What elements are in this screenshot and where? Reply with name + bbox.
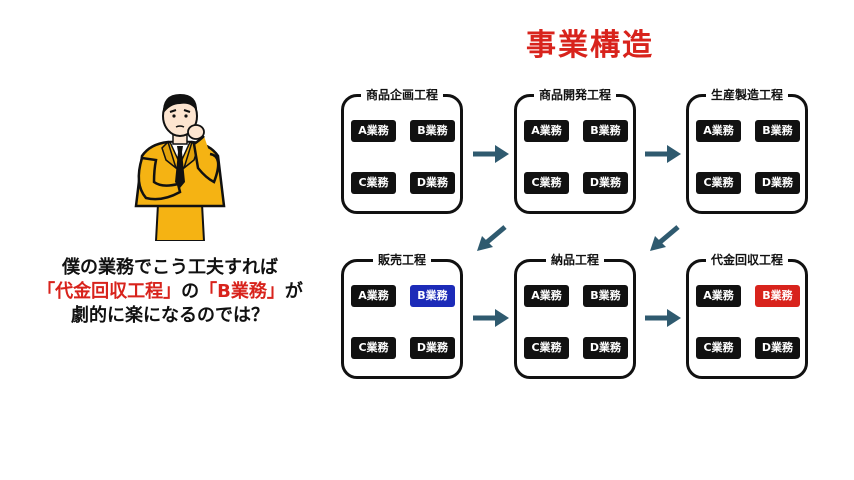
thought-caption: 僕の業務でこう工夫すれば 「代金回収工程」の「B業務」が 劇的に楽になるのでは？ [14,256,326,328]
task-chip-b: B業務 [583,120,628,142]
task-chip-d: D業務 [583,337,628,359]
process-box-delivery: 納品工程 A業務 B業務 C業務 D業務 [514,252,636,379]
task-chip-a: A業務 [524,285,569,307]
process-label: 代金回収工程 [705,252,789,268]
caption-particle: の [181,281,200,302]
process-label: 納品工程 [545,252,605,268]
process-box-planning: 商品企画工程 A業務 B業務 C業務 D業務 [341,87,463,214]
task-chip-b: B業務 [755,120,800,142]
arrow-down-left-icon [477,225,507,251]
caption-task-name: 「B業務」 [199,281,285,302]
process-box-development: 商品開発工程 A業務 B業務 C業務 D業務 [514,87,636,214]
process-box-collection: 代金回収工程 A業務 B業務 C業務 D業務 [686,252,808,379]
process-label: 販売工程 [372,252,432,268]
task-chip-c: C業務 [351,337,396,359]
caption-bracket-close: 」 [163,281,182,302]
task-chip-a: A業務 [524,120,569,142]
arrow-right-icon [645,309,681,327]
caption-bracket-open: 「 [37,281,56,302]
task-chip-c: C業務 [524,337,569,359]
task-chip-a: A業務 [696,120,741,142]
task-chip-c: C業務 [696,337,741,359]
caption-line-2: 「代金回収工程」の「B業務」が [14,280,326,304]
process-box-manufacturing: 生産製造工程 A業務 B業務 C業務 D業務 [686,87,808,214]
task-chip-b: B業務 [410,120,455,142]
task-chip-a: A業務 [351,120,396,142]
task-chip-c: C業務 [524,172,569,194]
task-chip-d: D業務 [410,337,455,359]
task-chip-a: A業務 [696,285,741,307]
task-chip-c: C業務 [351,172,396,194]
task-chip-c: C業務 [696,172,741,194]
arrow-right-icon [473,145,509,163]
caption-suffix: が [284,281,303,302]
caption-line-3: 劇的に楽になるのでは？ [71,305,269,326]
caption-line-1: 僕の業務でこう工夫すれば [62,257,278,278]
caption-process-name: 代金回収工程 [55,281,164,302]
task-chip-d: D業務 [755,337,800,359]
arrow-down-left-icon [650,225,680,251]
task-chip-d: D業務 [583,172,628,194]
task-chip-b-highlighted: B業務 [755,285,800,307]
task-chip-d: D業務 [410,172,455,194]
thinking-businessman-icon [134,94,226,241]
diagram-title: 事業構造 [526,28,654,63]
task-chip-b-highlighted: B業務 [410,285,455,307]
process-box-sales: 販売工程 A業務 B業務 C業務 D業務 [341,252,463,379]
task-chip-b: B業務 [583,285,628,307]
arrow-right-icon [645,145,681,163]
process-label: 商品開発工程 [533,87,617,103]
task-chip-d: D業務 [755,172,800,194]
process-label: 商品企画工程 [360,87,444,103]
task-chip-a: A業務 [351,285,396,307]
process-label: 生産製造工程 [705,87,789,103]
arrow-right-icon [473,309,509,327]
